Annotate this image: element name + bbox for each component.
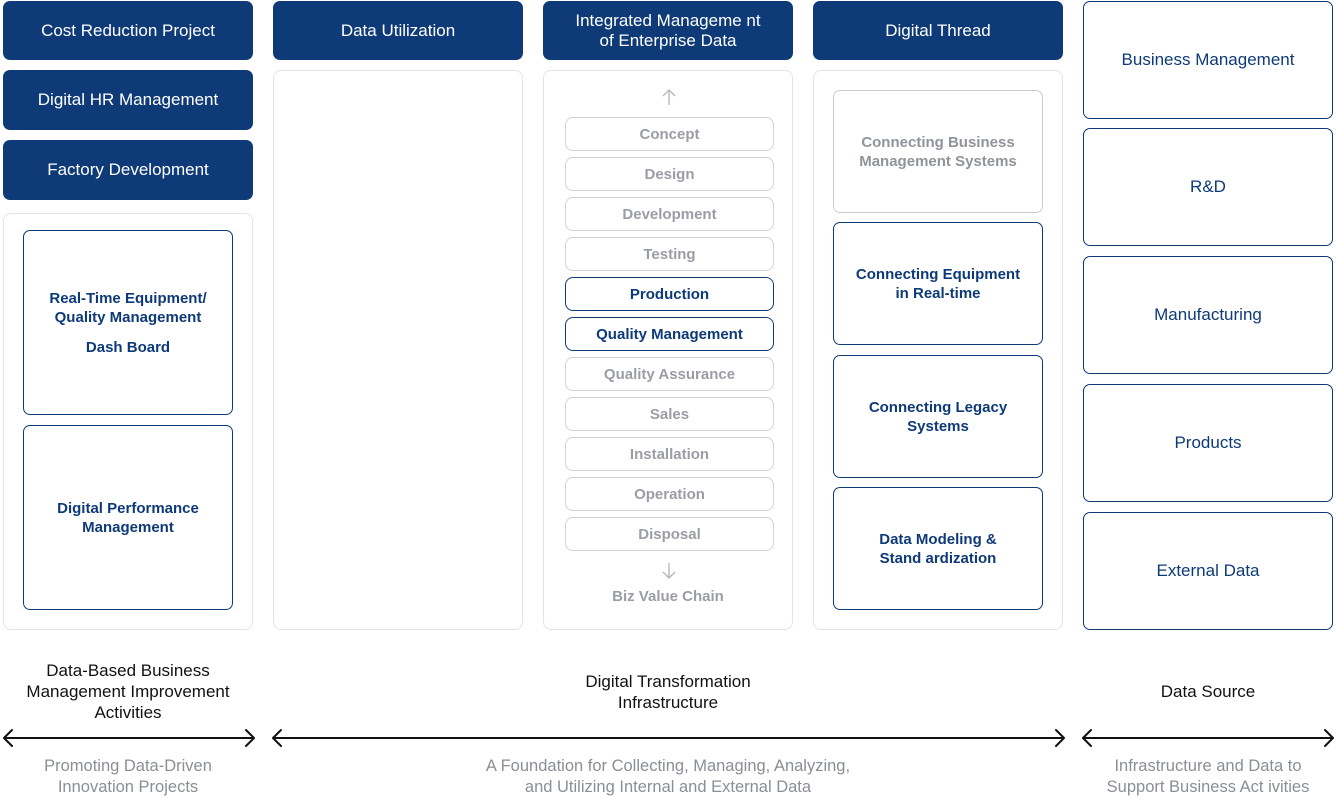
- chain-production[interactable]: Production: [565, 277, 774, 311]
- chain-concept[interactable]: Concept: [565, 117, 774, 151]
- chain-testing[interactable]: Testing: [565, 237, 774, 271]
- card-line: Data Modeling &: [879, 530, 997, 548]
- source-external-data[interactable]: External Data: [1083, 512, 1333, 630]
- double-arrow-icon: [3, 729, 255, 747]
- card-line: Real-Time Equipment/: [49, 289, 207, 307]
- project-digital-hr[interactable]: Digital HR Management: [3, 70, 253, 130]
- section-caption-activities: Promoting Data-Driven Innovation Project…: [44, 757, 212, 796]
- card-line: in Real-time: [895, 284, 981, 302]
- chain-design[interactable]: Design: [565, 157, 774, 191]
- card-data-modeling[interactable]: Data Modeling & Stand ardization: [833, 487, 1043, 610]
- data-utilization-panel: [273, 70, 523, 630]
- source-manufacturing[interactable]: Manufacturing: [1083, 256, 1333, 374]
- double-arrow-icon: [272, 729, 1065, 747]
- card-connecting-equipment[interactable]: Connecting Equipment in Real-time: [833, 222, 1043, 345]
- chain-development[interactable]: Development: [565, 197, 774, 231]
- card-connecting-legacy[interactable]: Connecting Legacy Systems: [833, 355, 1043, 478]
- header-digital-thread[interactable]: Digital Thread: [813, 1, 1063, 60]
- chain-quality-management[interactable]: Quality Management: [565, 317, 774, 351]
- project-cost-reduction[interactable]: Cost Reduction Project: [3, 1, 253, 60]
- header-integrated-management[interactable]: Integrated Manageme nt of Enterprise Dat…: [543, 1, 793, 60]
- section-heading-data-source: Data Source: [1160, 682, 1256, 701]
- double-arrow-icon: [1082, 729, 1334, 747]
- card-line: Digital Performance: [57, 499, 199, 517]
- source-business-management[interactable]: Business Management: [1083, 1, 1333, 119]
- header-data-utilization[interactable]: Data Utilization: [273, 1, 523, 60]
- project-factory-development[interactable]: Factory Development: [3, 140, 253, 200]
- card-realtime-dashboard[interactable]: Real-Time Equipment/ Quality Management …: [23, 230, 233, 415]
- chain-quality-assurance[interactable]: Quality Assurance: [565, 357, 774, 391]
- card-line: Quality Management: [54, 308, 202, 326]
- card-line: Management: [82, 518, 174, 536]
- source-products[interactable]: Products: [1083, 384, 1333, 502]
- card-digital-performance[interactable]: Digital Performance Management: [23, 425, 233, 610]
- section-caption-infrastructure: A Foundation for Collecting, Managing, A…: [485, 757, 851, 796]
- source-rnd[interactable]: R&D: [1083, 128, 1333, 246]
- section-caption-data-source: Infrastructure and Data to Support Busin…: [1106, 757, 1310, 796]
- arrow-down-icon: [662, 563, 676, 579]
- card-connecting-business-systems[interactable]: Connecting Business Management Systems: [833, 90, 1043, 213]
- chain-disposal[interactable]: Disposal: [565, 517, 774, 551]
- card-subtitle: Dash Board: [85, 338, 171, 356]
- chain-operation[interactable]: Operation: [565, 477, 774, 511]
- section-heading-infrastructure: Digital Transformation Infrastructure: [585, 672, 751, 712]
- chain-installation[interactable]: Installation: [565, 437, 774, 471]
- chain-sales[interactable]: Sales: [565, 397, 774, 431]
- card-line: Systems: [907, 417, 969, 435]
- biz-value-chain-label: Biz Value Chain: [612, 588, 724, 605]
- section-heading-activities: Data-Based Business Management Improveme…: [26, 661, 230, 722]
- card-line: Management Systems: [859, 152, 1017, 170]
- arrow-up-icon: [662, 89, 676, 105]
- card-line: Stand ardization: [879, 549, 997, 567]
- card-line: Connecting Legacy: [868, 398, 1008, 416]
- card-line: Connecting Business: [861, 133, 1015, 151]
- card-line: Connecting Equipment: [855, 265, 1021, 283]
